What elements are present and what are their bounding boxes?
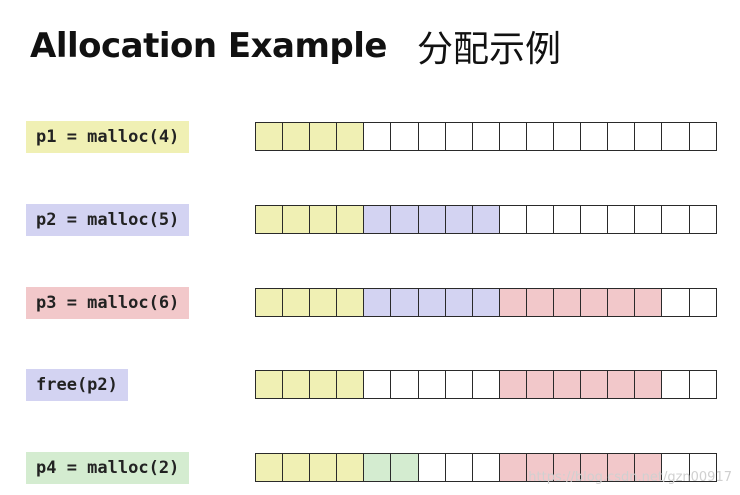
allocated-word-cell-p3 — [607, 288, 636, 317]
allocated-word-cell-p1 — [309, 453, 338, 482]
free-word-cell — [525, 122, 555, 151]
heap-block-row — [255, 122, 717, 151]
allocated-word-cell-p2 — [471, 205, 500, 234]
free-word-cell — [363, 370, 392, 399]
call-label: p2 = malloc(5) — [26, 204, 190, 236]
free-word-cell — [390, 370, 419, 399]
free-word-cell — [417, 122, 446, 151]
allocated-word-cell-p1 — [336, 205, 365, 234]
watermark: https://blog.csdn.net/gzn00917 — [528, 470, 732, 485]
allocated-word-cell-p2 — [471, 288, 500, 317]
heap-block-row — [255, 370, 717, 399]
free-word-cell — [553, 122, 582, 151]
allocated-word-cell-p1 — [282, 288, 311, 317]
allocated-word-cell-p1 — [309, 370, 338, 399]
allocated-word-cell-p1 — [255, 288, 284, 317]
free-word-cell — [688, 453, 717, 482]
allocated-word-cell-p3 — [525, 370, 555, 399]
allocated-word-cell-p1 — [255, 205, 284, 234]
call-label: free(p2) — [26, 369, 128, 401]
allocated-word-cell-p2 — [417, 288, 446, 317]
allocation-row: p4 = malloc(2) — [0, 452, 740, 484]
allocated-word-cell-p1 — [282, 370, 311, 399]
free-word-cell — [580, 122, 609, 151]
free-word-cell — [607, 122, 636, 151]
title-chinese: 分配示例 — [416, 29, 561, 70]
heap-block-row — [255, 288, 717, 317]
free-word-cell — [390, 122, 419, 151]
heap-block-row — [255, 205, 717, 234]
free-word-cell — [417, 370, 446, 399]
free-word-cell — [498, 205, 527, 234]
allocated-word-cell-p1 — [282, 453, 311, 482]
allocated-word-cell-p2 — [444, 205, 473, 234]
allocated-word-cell-p1 — [309, 288, 338, 317]
heap-block-row — [255, 453, 717, 482]
allocated-word-cell-p3 — [634, 370, 663, 399]
allocated-word-cell-p1 — [255, 453, 284, 482]
allocated-word-cell-p3 — [580, 370, 609, 399]
call-label: p4 = malloc(2) — [26, 452, 190, 484]
allocated-word-cell-p3 — [553, 288, 582, 317]
allocation-row: p2 = malloc(5) — [0, 204, 740, 236]
free-word-cell — [553, 205, 582, 234]
call-label: p1 = malloc(4) — [26, 121, 190, 153]
free-word-cell — [444, 370, 473, 399]
free-word-cell — [661, 288, 690, 317]
allocated-word-cell-p3 — [498, 370, 527, 399]
free-word-cell — [444, 122, 473, 151]
free-word-cell — [661, 122, 690, 151]
allocated-word-cell-p2 — [363, 288, 392, 317]
free-word-cell — [607, 205, 636, 234]
allocation-row: p3 = malloc(6) — [0, 287, 740, 319]
title-english: Allocation Example — [30, 26, 387, 66]
free-word-cell — [471, 122, 500, 151]
free-word-cell — [661, 453, 690, 482]
free-word-cell — [688, 122, 717, 151]
free-word-cell — [580, 205, 609, 234]
free-word-cell — [661, 370, 690, 399]
allocated-word-cell-p1 — [336, 453, 365, 482]
allocation-row: p1 = malloc(4) — [0, 121, 740, 153]
allocated-word-cell-p3 — [634, 288, 663, 317]
allocated-word-cell-p2 — [417, 205, 446, 234]
free-word-cell — [688, 205, 717, 234]
free-word-cell — [363, 122, 392, 151]
allocation-row: free(p2) — [0, 369, 740, 401]
allocated-word-cell-p3 — [607, 370, 636, 399]
free-word-cell — [471, 370, 500, 399]
free-word-cell — [634, 122, 663, 151]
free-word-cell — [634, 205, 663, 234]
allocated-word-cell-p1 — [309, 122, 338, 151]
free-word-cell — [471, 453, 500, 482]
allocated-word-cell-p4 — [363, 453, 392, 482]
allocated-word-cell-p3 — [525, 288, 555, 317]
allocated-word-cell-p1 — [336, 122, 365, 151]
allocated-word-cell-p2 — [390, 205, 419, 234]
free-word-cell — [661, 205, 690, 234]
free-word-cell — [688, 370, 717, 399]
allocated-word-cell-p2 — [444, 288, 473, 317]
free-word-cell — [498, 122, 527, 151]
call-label: p3 = malloc(6) — [26, 287, 190, 319]
free-word-cell — [688, 288, 717, 317]
allocated-word-cell-p1 — [336, 288, 365, 317]
free-word-cell — [417, 453, 446, 482]
allocated-word-cell-p2 — [390, 288, 419, 317]
allocated-word-cell-p3 — [498, 288, 527, 317]
allocated-word-cell-p1 — [309, 205, 338, 234]
allocated-word-cell-p1 — [255, 370, 284, 399]
free-word-cell — [444, 453, 473, 482]
allocated-word-cell-p1 — [282, 122, 311, 151]
allocated-word-cell-p3 — [553, 370, 582, 399]
slide-title: Allocation Example 分配示例 — [30, 18, 561, 74]
allocated-word-cell-p1 — [255, 122, 284, 151]
free-word-cell — [525, 205, 555, 234]
allocated-word-cell-p4 — [390, 453, 419, 482]
allocated-word-cell-p1 — [336, 370, 365, 399]
allocated-word-cell-p2 — [363, 205, 392, 234]
allocated-word-cell-p3 — [498, 453, 527, 482]
allocated-word-cell-p3 — [580, 288, 609, 317]
allocated-word-cell-p1 — [282, 205, 311, 234]
